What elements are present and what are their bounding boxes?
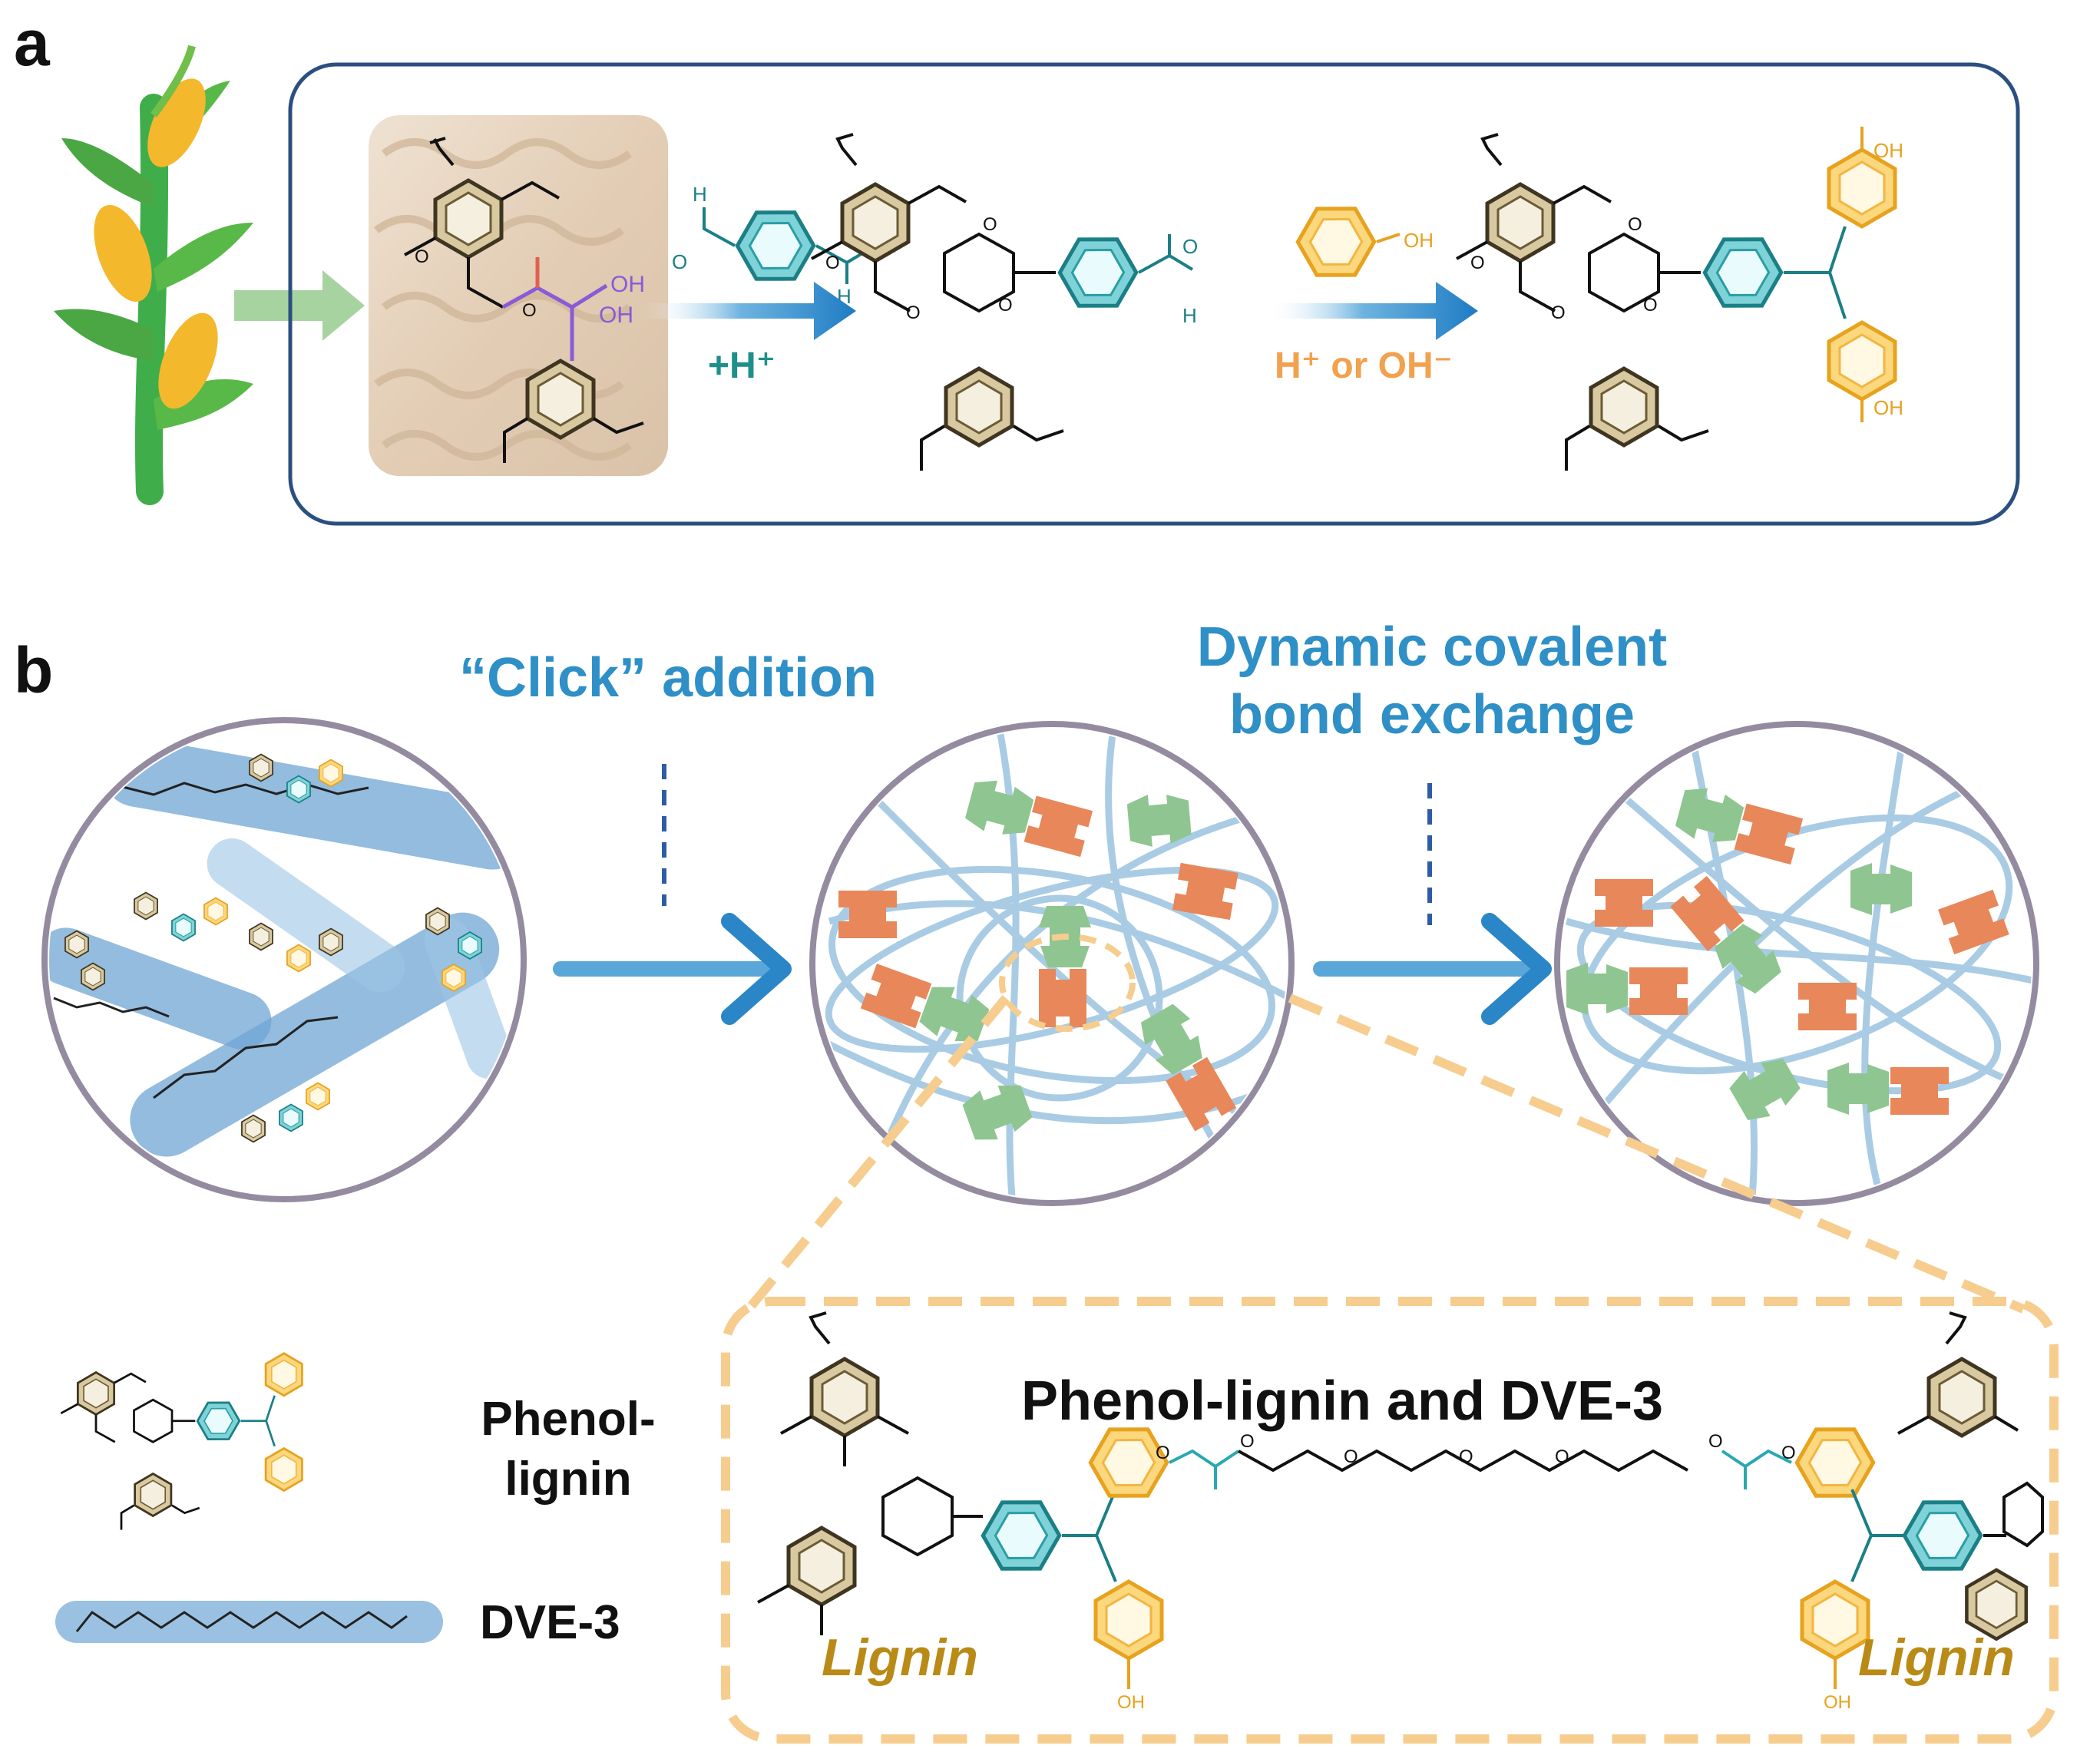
panel-a-frame <box>288 62 2020 526</box>
reaction-arrow-1 <box>645 282 856 340</box>
panel-b-letter: b <box>14 634 54 706</box>
svg-text:O: O <box>672 250 687 273</box>
svg-text:OH: OH <box>1404 229 1434 252</box>
svg-text:OH: OH <box>1824 1692 1851 1713</box>
svg-text:O: O <box>983 214 997 235</box>
zoom-line-left <box>745 995 1010 1312</box>
monomer-mixture-circle <box>41 717 527 1202</box>
svg-text:O: O <box>415 246 429 267</box>
click-addition-title: “Click” addition <box>458 647 878 709</box>
crosslink-structure: OH O O O O O O O OH <box>757 1311 2044 1713</box>
bond-exchange-title-line2: bond exchange <box>1229 683 1635 745</box>
legend-phenol-lignin-label: Phenol- lignin <box>453 1390 683 1509</box>
legend-phenol-lignin-structure <box>60 1352 303 1530</box>
svg-text:O: O <box>1551 302 1566 323</box>
bond-exchange-title: Dynamic covalent bond exchange <box>1106 614 1758 749</box>
oh-label: OH <box>610 272 645 297</box>
svg-text:H: H <box>693 183 707 206</box>
svg-text:H: H <box>1182 304 1197 327</box>
bond-exchange-title-line1: Dynamic covalent <box>1196 617 1668 678</box>
svg-text:O: O <box>1708 1431 1723 1452</box>
svg-text:O: O <box>1781 1443 1796 1463</box>
svg-text:OH: OH <box>1873 139 1903 162</box>
panel-a-letter: a <box>14 7 50 79</box>
svg-text:O: O <box>1555 1446 1569 1467</box>
inset-title: Phenol-lignin and DVE-3 <box>1021 1370 1664 1432</box>
phenol-lignin-structure: OH OH O O O O <box>1456 127 1903 471</box>
svg-text:OH: OH <box>1117 1692 1145 1713</box>
legend-dve3-structure <box>55 1601 443 1643</box>
legend-dve3-label: DVE-3 <box>480 1596 620 1649</box>
svg-text:OH: OH <box>599 302 633 328</box>
svg-text:OH: OH <box>1873 396 1903 419</box>
svg-text:O: O <box>906 302 921 323</box>
svg-text:O: O <box>522 300 537 321</box>
svg-text:O: O <box>1470 253 1485 273</box>
lignin-diol-structure: O O OH OH <box>404 137 645 463</box>
lignin-left-label: Lignin <box>822 1628 978 1687</box>
bond-exchange-arrow <box>1313 783 1552 1025</box>
acid-base-condition-label: H⁺ or OH⁻ <box>1275 345 1453 386</box>
svg-text:O: O <box>1459 1446 1473 1467</box>
svg-text:O: O <box>1628 214 1642 235</box>
zoom-line-right <box>1288 993 2026 1314</box>
svg-text:O: O <box>1344 1446 1358 1467</box>
phenol-reagent-structure: OH <box>1288 192 1434 292</box>
inset-box <box>721 1297 2059 1744</box>
lignin-acetal-aldehyde-structure: O O O O O H <box>811 133 1198 471</box>
svg-text:O: O <box>1156 1443 1170 1463</box>
click-addition-arrow <box>553 764 792 1025</box>
corn-plant-icon <box>54 45 253 505</box>
reaction-arrow-2 <box>1267 282 1478 340</box>
plant-to-lignin-arrow <box>234 270 365 341</box>
rearranged-network-circle <box>1554 721 2039 1206</box>
svg-text:O: O <box>825 253 840 273</box>
svg-text:O: O <box>1643 295 1658 316</box>
legend-phenol-line1: Phenol- <box>481 1393 656 1446</box>
svg-text:O: O <box>1182 235 1198 258</box>
legend-phenol-line2: lignin <box>504 1452 632 1506</box>
svg-text:O: O <box>998 295 1013 316</box>
lignin-right-label: Lignin <box>1858 1628 2015 1687</box>
acid-condition-label: +H⁺ <box>708 345 776 386</box>
svg-text:O: O <box>1240 1431 1255 1452</box>
